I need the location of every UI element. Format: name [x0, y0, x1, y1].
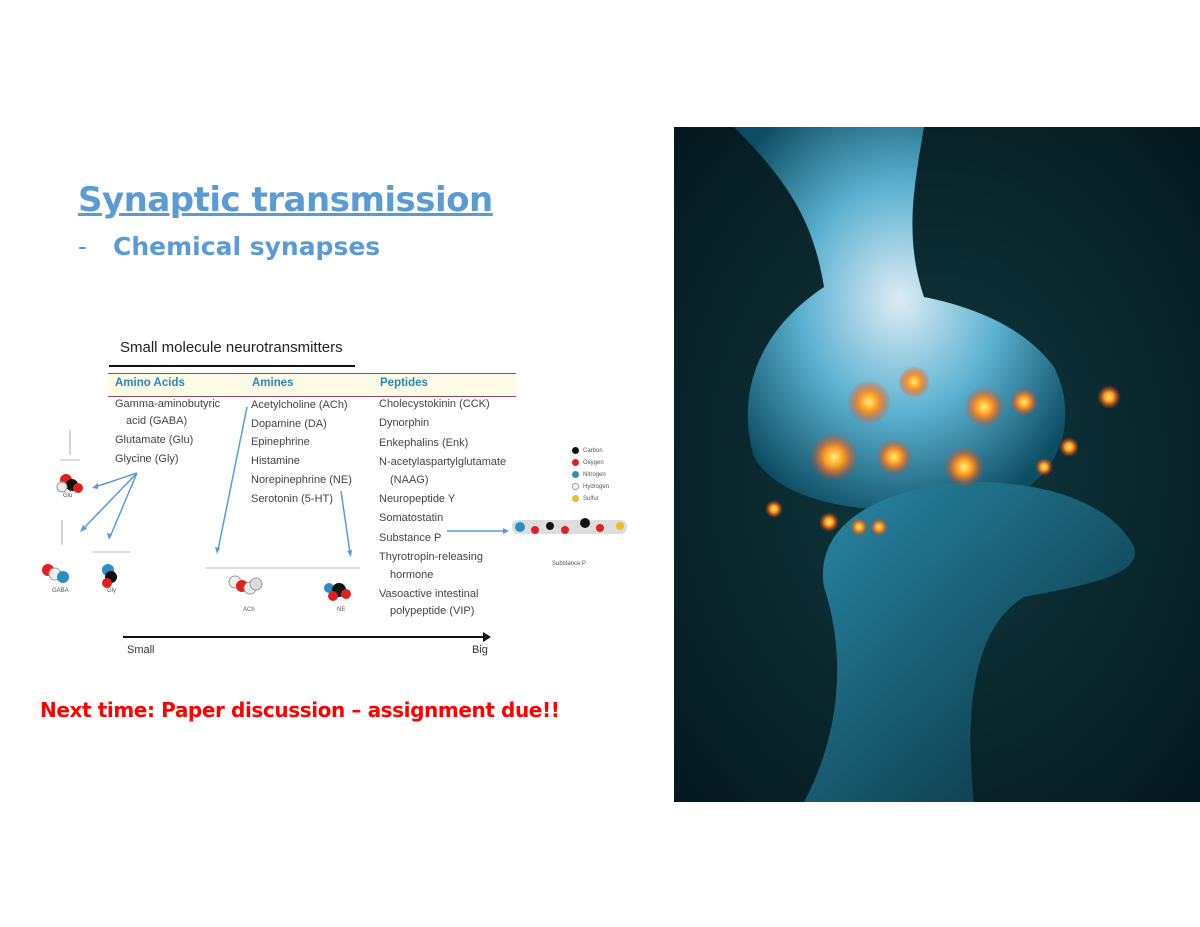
sulfur-swatch	[572, 495, 579, 502]
legend-item: Nitrogen	[572, 471, 606, 478]
list-item: Serotonin (5-HT)	[251, 492, 333, 505]
legend-label: Hydrogen	[583, 483, 610, 490]
legend-label: Sulfur	[583, 495, 599, 502]
list-item: Glycine (Gly)	[115, 453, 179, 465]
legend-label: Oxygen	[583, 459, 604, 466]
amino-acids-list: Gamma-aminobutyric acid (GABA) Glutamate…	[115, 396, 220, 468]
legend-item: Hydrogen	[572, 483, 609, 490]
list-item: Dynorphin	[379, 417, 430, 430]
vesicle-glows	[765, 366, 1121, 536]
list-item: Dopamine (DA)	[251, 417, 327, 430]
axis-label-small: Small	[127, 644, 155, 656]
list-item: Cholecystokinin (CCK)	[379, 398, 490, 410]
list-item: Histamine	[251, 455, 300, 468]
peptides-list: Cholecystokinin (CCK) Dynorphin Enkephal…	[379, 396, 506, 621]
list-item: Thyrotropin-releasing	[379, 551, 483, 564]
next-time-note: Next time: Paper discussion – assignment…	[40, 698, 560, 722]
list-item: Epinephrine	[251, 436, 310, 449]
legend-item: Carbon	[572, 447, 603, 454]
gly-molecule-icon	[102, 564, 117, 588]
synapse-image	[674, 127, 1200, 802]
gaba-molecule-icon	[42, 564, 69, 583]
subtitle-text: Chemical synapses	[113, 232, 381, 261]
label-ne: NE	[337, 607, 346, 613]
structural-formulas	[60, 430, 360, 569]
list-item: N-acetylaspartylglutamate	[379, 456, 507, 469]
list-item: Glutamate (Glu)	[115, 434, 194, 446]
label-glu: Glu	[63, 493, 73, 499]
label-ach: ACh	[243, 607, 255, 613]
label-substance-p: Substance P	[552, 561, 587, 567]
list-item: Enkephalins (Enk)	[379, 436, 469, 449]
ach-molecule-icon	[228, 575, 263, 595]
oxygen-swatch	[572, 459, 579, 466]
list-item: Norepinephrine (NE)	[251, 473, 352, 486]
list-item: Vasoactive intestinal	[379, 588, 479, 601]
legend-item: Oxygen	[572, 459, 604, 466]
list-item: Acetylcholine (ACh)	[251, 399, 348, 411]
figure-title-rule	[109, 365, 355, 367]
axis-label-big: Big	[472, 644, 488, 656]
table-header: Amino Acids Amines Peptides	[108, 373, 516, 397]
list-item: hormone	[390, 568, 434, 581]
list-item: acid (GABA)	[126, 415, 188, 427]
legend-label: Carbon	[583, 447, 603, 454]
header-amines: Amines	[252, 377, 294, 389]
slide-title: Synaptic transmission	[78, 180, 493, 220]
ne-molecule-icon	[324, 583, 351, 601]
slide-subtitle: -Chemical synapses	[78, 232, 380, 261]
legend-label: Nitrogen	[583, 471, 606, 478]
legend-item: Sulfur	[572, 495, 599, 502]
arrow-head-icon	[483, 632, 491, 642]
list-item: Neuropeptide Y	[379, 493, 456, 506]
label-gly: Gly	[107, 588, 116, 594]
list-item: polypeptide (VIP)	[390, 605, 475, 618]
nitrogen-swatch	[572, 471, 579, 478]
list-item: Gamma-aminobutyric	[115, 398, 221, 410]
list-item: Somatostatin	[379, 512, 444, 525]
header-peptides: Peptides	[380, 377, 428, 389]
figure-title: Small molecule neurotransmitters	[120, 339, 343, 356]
amines-list: Acetylcholine (ACh) Dopamine (DA) Epinep…	[251, 396, 352, 508]
header-amino-acids: Amino Acids	[115, 377, 185, 389]
list-item: Substance P	[379, 531, 442, 544]
size-axis	[123, 636, 485, 638]
list-item: (NAAG)	[390, 473, 429, 486]
carbon-swatch	[572, 447, 579, 454]
subtitle-dash: -	[78, 232, 88, 261]
glu-molecule-icon	[56, 474, 83, 493]
pointer-arrows	[81, 406, 505, 554]
substance-p-molecule-icon	[512, 518, 627, 534]
molecule-diagrams	[42, 406, 627, 601]
hydrogen-swatch	[572, 483, 579, 490]
label-gaba: GABA	[52, 588, 69, 594]
